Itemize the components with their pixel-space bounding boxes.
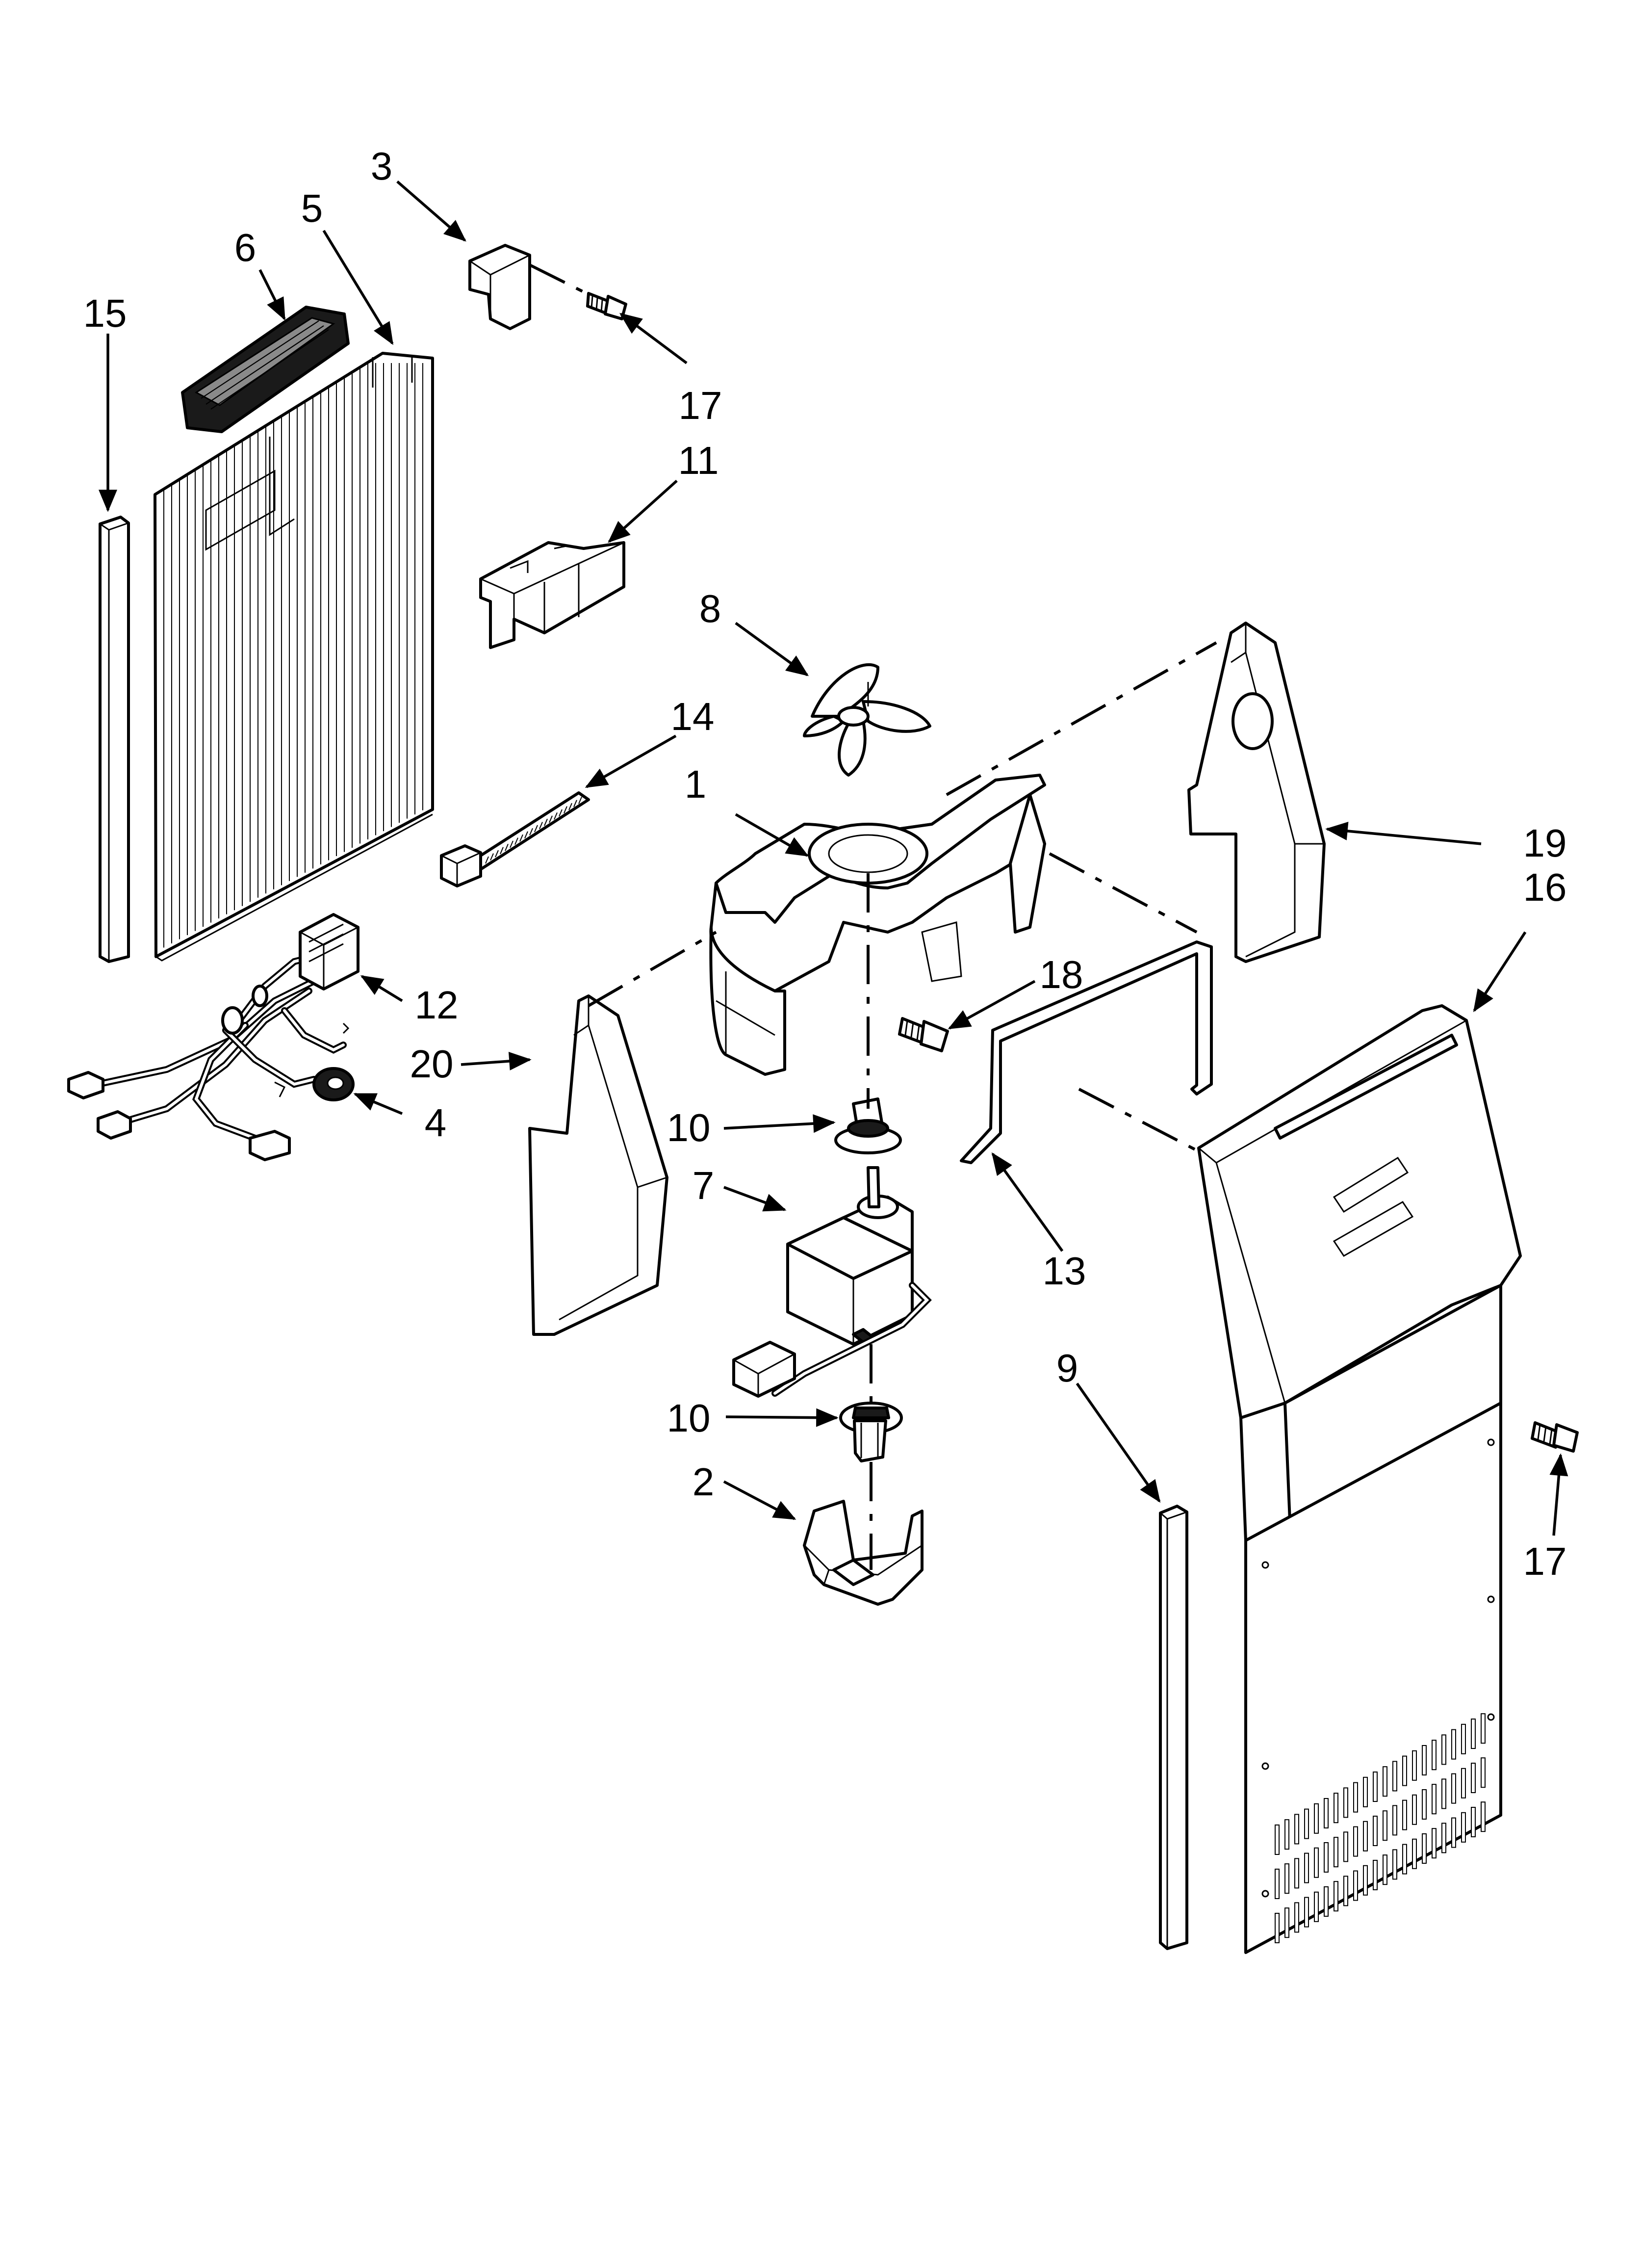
- grommet-upper: [834, 1097, 902, 1154]
- callout-4: 4: [425, 1101, 447, 1145]
- motor-mount: [803, 1500, 924, 1606]
- rear-panel: [1197, 1004, 1522, 1954]
- callout-19: 19: [1523, 821, 1567, 865]
- fan-shroud-housing: [709, 774, 1046, 1076]
- callout-9: 9: [1056, 1346, 1078, 1390]
- right-baffle: [1187, 622, 1326, 963]
- screw-lower: [1531, 1421, 1579, 1453]
- left-baffle: [528, 994, 668, 1336]
- rear-panel-vents: [1275, 1713, 1486, 1943]
- wire-bracket: [960, 940, 1213, 1164]
- callout-14: 14: [671, 695, 715, 738]
- callout-10b: 10: [667, 1396, 711, 1440]
- callout-1: 1: [685, 762, 707, 806]
- evaporator-cover-panel: [154, 352, 434, 962]
- gasket-strip-right: [1159, 1505, 1188, 1950]
- harness-bracket: [479, 541, 625, 649]
- callout-2: 2: [693, 1460, 715, 1504]
- screw-mid: [898, 1017, 949, 1052]
- grommet-lower: [839, 1402, 903, 1462]
- callout-17a: 17: [679, 384, 722, 427]
- fan-motor: [732, 1166, 932, 1398]
- callout-10a: 10: [667, 1106, 711, 1149]
- callout-13: 13: [1043, 1249, 1086, 1293]
- leader-lines: [99, 180, 1568, 1536]
- callout-labels: 1 2 3 4 5 6 7 8 9 10 10 11 12 13 14 15 1…: [83, 144, 1567, 1583]
- wire-grommet: [312, 1067, 355, 1101]
- callout-3: 3: [371, 144, 393, 188]
- fan-blade: [803, 663, 931, 777]
- callout-17b: 17: [1523, 1539, 1567, 1583]
- assembly-lines: [588, 641, 1217, 1570]
- callout-16: 16: [1523, 865, 1567, 909]
- callout-7: 7: [693, 1164, 715, 1207]
- callout-11: 11: [678, 439, 718, 482]
- cable-tie-teeth: [485, 797, 582, 864]
- callout-5: 5: [301, 186, 323, 230]
- gasket-strip-left: [99, 516, 130, 963]
- cable-tie: [440, 791, 590, 887]
- callout-18: 18: [1040, 953, 1083, 996]
- panel-ribs: [163, 363, 423, 948]
- screw-top: [586, 292, 627, 320]
- callout-8: 8: [699, 587, 721, 630]
- callout-6: 6: [234, 226, 257, 269]
- duct-cap: [468, 244, 590, 330]
- callout-12: 12: [415, 983, 459, 1027]
- air-deflector-bracket: [181, 306, 350, 433]
- callout-20: 20: [410, 1042, 454, 1086]
- callout-15: 15: [83, 291, 127, 335]
- wire-harness: [67, 913, 359, 1161]
